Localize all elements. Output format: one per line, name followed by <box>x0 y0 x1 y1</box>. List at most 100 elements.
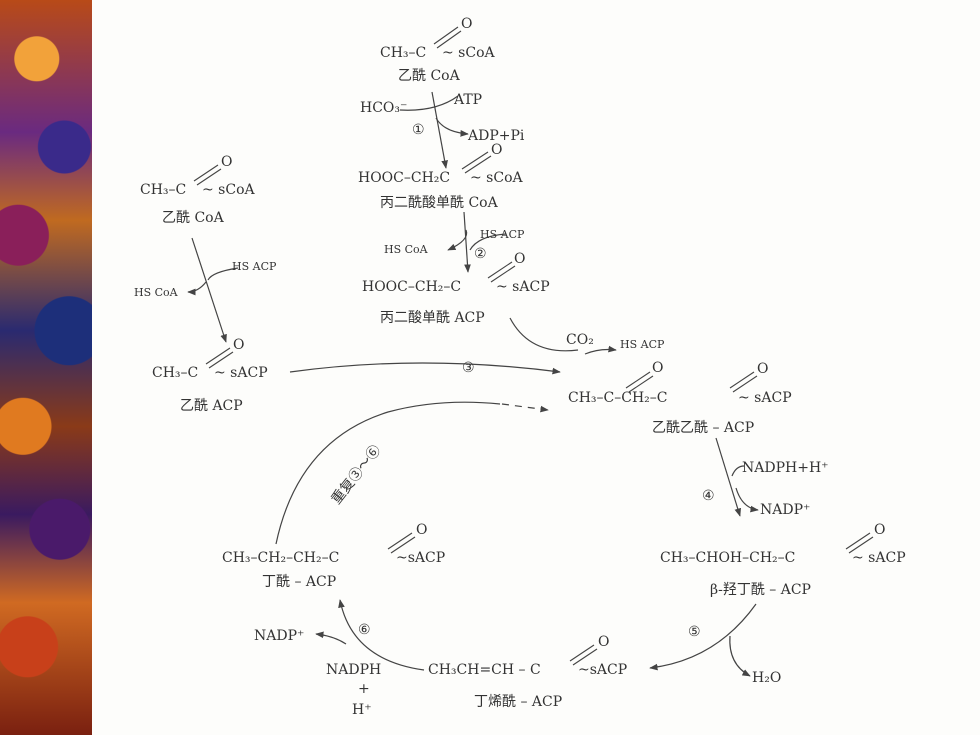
oxygen-label: O <box>652 360 663 376</box>
released-hscoa: HS CoA <box>384 243 429 256</box>
compound-name: 乙酰乙酰 – ACP <box>652 420 754 436</box>
nadp-label: NADP⁺ <box>760 502 810 518</box>
formula-part: CH₃–C–CH₂–C <box>568 390 668 406</box>
hydroxybutyryl-acp: CH₃–CHOH–CH₂–C ~ sACP O β-羟丁酰 – ACP <box>660 522 906 598</box>
formula-part: HOOC–CH₂C <box>358 170 450 186</box>
formula-part: ~ sCoA <box>470 170 524 186</box>
formula-part: CH₃CH=CH – C <box>428 662 541 678</box>
oxygen-label: O <box>757 361 768 377</box>
malonyl-coa: HOOC–CH₂C ~ sCoA O 丙二酰酸单酰 CoA <box>358 142 524 211</box>
step4-labels: NADPH+H⁺ ④ NADP⁺ <box>702 460 829 518</box>
compound-name: β-羟丁酰 – ACP <box>710 582 811 598</box>
released-hsacp: HS ACP <box>620 338 665 351</box>
step-number: ④ <box>702 488 715 504</box>
oxygen-label: O <box>461 16 472 32</box>
step-number: ⑤ <box>688 624 701 640</box>
formula-part: ~ sCoA <box>202 182 256 198</box>
reagent-atp: ATP <box>453 92 482 108</box>
compound-name: 乙酰 CoA <box>398 68 461 84</box>
curve-nadph <box>731 465 745 477</box>
step-number: ③ <box>462 360 475 376</box>
curve-step3-hsacp <box>584 345 617 355</box>
nadph-label: NADPH+H⁺ <box>742 460 829 476</box>
step2-labels: HS CoA HS ACP ② <box>384 228 525 262</box>
step-number: ② <box>474 246 487 262</box>
arrow-repeat-dashed <box>501 403 549 413</box>
formula-part: CH₃–CH₂–CH₂–C <box>222 550 339 566</box>
oxygen-label: O <box>233 337 244 353</box>
oxygen-label: O <box>874 522 885 538</box>
h-label: H⁺ <box>352 702 372 718</box>
arrow-repeat-loop <box>275 401 501 545</box>
formula-part: HOOC–CH₂–C <box>362 279 461 295</box>
formula-part: ~ sCoA <box>442 45 496 61</box>
oxygen-label: O <box>598 634 609 650</box>
arrow-step2 <box>463 211 471 273</box>
step1-labels: HCO₃⁻ ATP ① ADP+Pi <box>360 92 525 144</box>
formula-part: CH₃–C <box>140 182 186 198</box>
malonyl-acp: HOOC–CH₂–C ~ sACP O 丙二酸单酰 ACP <box>362 251 550 326</box>
acetyl-coa-left: CH₃–C ~ sCoA O 乙酰 CoA <box>140 154 256 226</box>
arrow-step4 <box>715 437 741 517</box>
curve-h2o <box>729 635 751 677</box>
plus-label: + <box>358 681 370 697</box>
compound-name: 丙二酸单酰 ACP <box>380 310 485 326</box>
step-number: ⑥ <box>358 622 371 638</box>
formula-part: ~ sACP <box>852 550 906 566</box>
acetoacetyl-acp: CH₃–C–CH₂–C ~ sACP O O 乙酰乙酰 – ACP <box>568 360 792 436</box>
formula-part: CH₃–CHOH–CH₂–C <box>660 550 795 566</box>
compound-name: 乙酰 CoA <box>162 210 225 226</box>
repeat-label: 重复③～⑥ <box>328 442 384 508</box>
acetyl-acp: CH₃–C ~ sACP O 乙酰 ACP <box>152 337 268 414</box>
curve-left-hscoa <box>187 281 207 296</box>
step6-labels: NADP⁺ ⑥ NADPH + H⁺ <box>254 622 381 718</box>
curve-step6-nadp <box>315 631 347 645</box>
acetyl-coa-top: CH₃–C ~ sCoA O 乙酰 CoA <box>380 16 496 84</box>
formula-part: ~ sACP <box>496 279 550 295</box>
decorative-sidebar <box>0 0 92 735</box>
added-hsacp: HS ACP <box>232 260 277 273</box>
added-hsacp: HS ACP <box>480 228 525 241</box>
curve-nadp <box>735 487 759 513</box>
formula-part: CH₃–C <box>152 365 198 381</box>
arrow-step1 <box>431 91 448 169</box>
arrow-left-transfer <box>191 237 227 343</box>
nadph-label: NADPH <box>326 662 381 678</box>
formula-part: ~ sACP <box>738 390 792 406</box>
h2o-label: H₂O <box>752 670 781 686</box>
co2-label: CO₂ <box>566 332 594 348</box>
step3-labels: CO₂ HS ACP ③ <box>462 332 665 376</box>
formula-part: ~sACP <box>396 550 445 566</box>
arrow-step3 <box>289 362 561 375</box>
butyryl-acp: CH₃–CH₂–CH₂–C ~sACP O 丁酰 – ACP <box>222 522 445 590</box>
nadp-label: NADP⁺ <box>254 628 304 644</box>
oxygen-label: O <box>416 522 427 538</box>
curve-left-hsacp <box>207 267 239 281</box>
curve-co2 <box>509 317 579 352</box>
arrows <box>187 91 759 677</box>
arrow-step6 <box>338 599 425 671</box>
step-number: ① <box>412 122 425 138</box>
curve-hsacp <box>469 233 507 251</box>
curve-hscoa <box>447 229 468 251</box>
compound-name: 乙酰 ACP <box>180 398 243 414</box>
oxygen-label: O <box>221 154 232 170</box>
crotonyl-acp: CH₃CH=CH – C ~sACP O 丁烯酰 – ACP <box>428 634 627 710</box>
reagent-hco3: HCO₃⁻ <box>360 100 407 116</box>
formula-part: ~sACP <box>578 662 627 678</box>
compound-name: 丙二酰酸单酰 CoA <box>380 195 499 211</box>
curve-hco3-atp <box>399 95 459 111</box>
products-adp: ADP+Pi <box>467 128 525 144</box>
compound-name: 丁烯酰 – ACP <box>474 694 562 710</box>
step5-labels: ⑤ H₂O <box>688 624 781 686</box>
oxygen-label: O <box>514 251 525 267</box>
oxygen-label: O <box>491 142 502 158</box>
compound-name: 丁酰 – ACP <box>262 574 336 590</box>
arrow-step5 <box>649 603 757 671</box>
left-transfer-labels: HS ACP HS CoA <box>134 260 277 299</box>
released-hscoa: HS CoA <box>134 286 179 299</box>
formula-part: CH₃–C <box>380 45 426 61</box>
curve-adp <box>435 117 469 137</box>
